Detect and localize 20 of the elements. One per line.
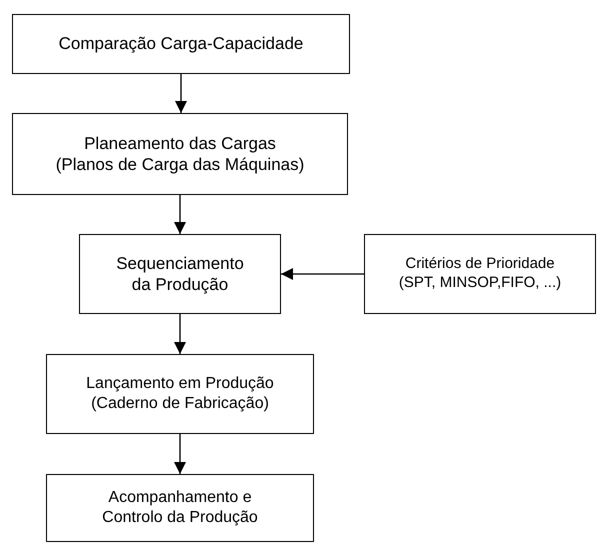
process-box — [79, 234, 281, 314]
box-text: Comparação Carga-Capacidade — [58, 33, 304, 55]
box-text: Acompanhamento e Controlo da Produção — [101, 488, 259, 528]
box-text: (Caderno de Fabricação) — [91, 394, 269, 414]
arrow — [174, 195, 186, 234]
box-text: Lançamento em Produção — [86, 374, 274, 394]
process-box — [46, 354, 314, 434]
box-text: Critérios de Prioridade — [405, 255, 555, 274]
process-box — [12, 14, 350, 74]
box-text: (SPT, MINSOP,FIFO, ...) — [398, 274, 562, 293]
box-text: Planeamento das Cargas — [84, 132, 276, 154]
process-box — [364, 234, 596, 314]
process-box — [12, 113, 348, 195]
arrow — [175, 74, 187, 113]
arrow — [281, 268, 364, 280]
box-text: Sequenciamento da Produção — [115, 252, 245, 296]
box-text: (Planos de Carga das Máquinas) — [56, 154, 304, 176]
arrow — [174, 314, 186, 354]
arrow — [174, 434, 186, 474]
process-box — [46, 474, 314, 542]
